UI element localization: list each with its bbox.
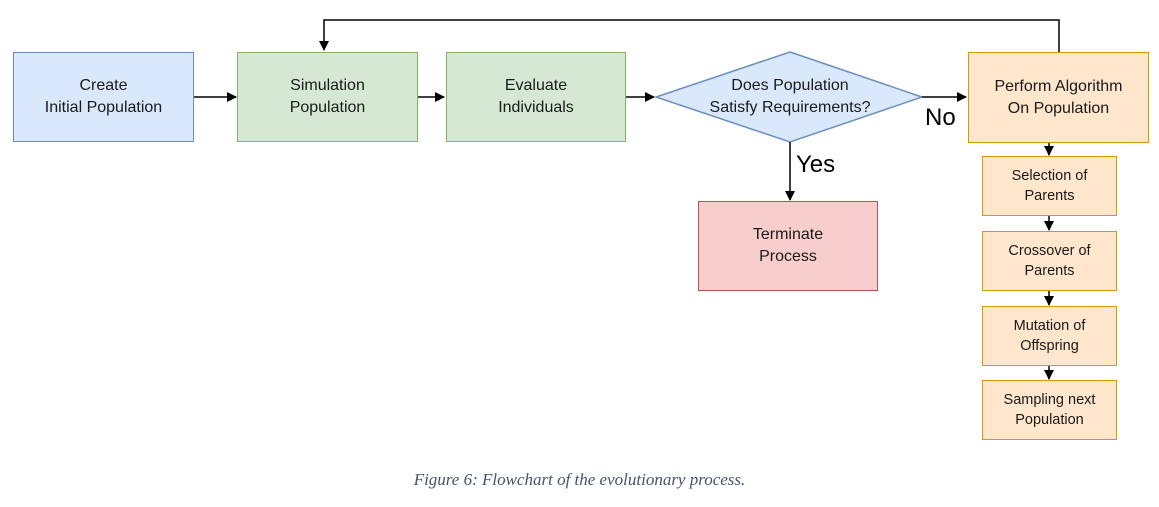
arrow-loop-back xyxy=(319,19,1060,52)
simulation-population-node: Simulation Population xyxy=(237,52,418,142)
sampling-next-population-node: Sampling next Population xyxy=(982,380,1117,440)
mutation-of-offspring-node: Mutation of Offspring xyxy=(982,306,1117,366)
yes-label: Yes xyxy=(796,151,836,178)
crossover-of-parents-node: Crossover of Parents xyxy=(982,231,1117,291)
figure-caption: Figure 6: Flowchart of the evolutionary … xyxy=(413,470,746,489)
flowchart: Create Initial Population Simulation Pop… xyxy=(13,19,1149,440)
connectors-layer xyxy=(194,19,1060,380)
selection-of-parents-node: Selection of Parents xyxy=(982,156,1117,216)
terminate-process-node: Terminate Process xyxy=(698,201,878,291)
decision-label: Does Population Satisfy Requirements? xyxy=(709,77,871,116)
perform-algorithm-node: Perform Algorithm On Population xyxy=(968,52,1149,143)
no-label: No xyxy=(925,104,956,131)
create-initial-population-node: Create Initial Population xyxy=(13,52,194,142)
evaluate-individuals-node: Evaluate Individuals xyxy=(446,52,626,142)
